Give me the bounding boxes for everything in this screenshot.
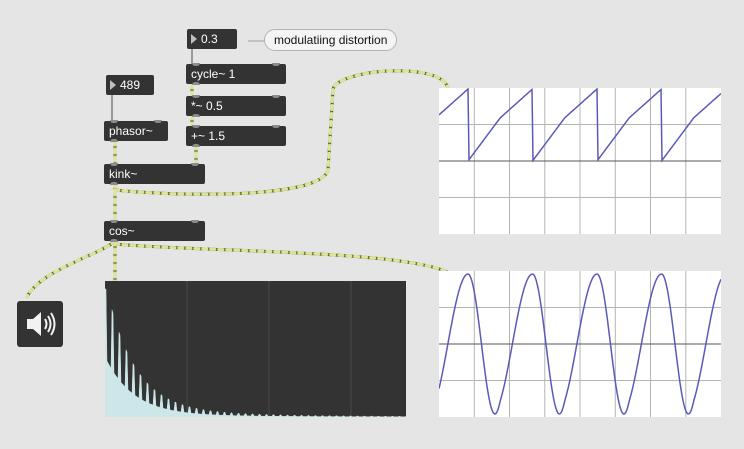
multiply-label: *~ 0.5 — [191, 99, 223, 113]
oscilloscope-kink[interactable] — [438, 87, 722, 234]
scope-cos-display — [438, 271, 722, 417]
kink-object[interactable]: kink~ — [104, 163, 205, 185]
comment-label: modulatiing distortion — [264, 29, 398, 51]
number-triangle-icon — [110, 80, 116, 90]
comment-text: modulatiing distortion — [274, 33, 388, 47]
frequency-value: 489 — [120, 78, 141, 92]
cos-label: cos~ — [109, 224, 135, 238]
cycle-object[interactable]: cycle~ 1 — [186, 63, 286, 85]
phasor-label: phasor~ — [109, 124, 153, 138]
cycle-label: cycle~ 1 — [191, 67, 236, 81]
add-label: +~ 1.5 — [191, 129, 226, 143]
number-triangle-icon — [191, 34, 197, 44]
add-object[interactable]: +~ 1.5 — [186, 125, 286, 147]
cos-object[interactable]: cos~ — [104, 220, 205, 242]
spectrum-display — [104, 281, 407, 418]
audio-output-button[interactable] — [17, 301, 63, 347]
signal-cords-dash — [25, 69, 454, 299]
frequency-number-box[interactable]: 489 — [106, 75, 154, 95]
multiply-object[interactable]: *~ 0.5 — [186, 95, 286, 117]
spectroscope[interactable] — [104, 281, 407, 418]
depth-value: 0.3 — [201, 32, 218, 46]
kink-label: kink~ — [109, 167, 138, 181]
depth-number-box[interactable]: 0.3 — [187, 29, 237, 49]
oscilloscope-cos[interactable] — [438, 271, 722, 417]
phasor-object[interactable]: phasor~ — [104, 120, 168, 142]
speaker-icon — [27, 312, 56, 336]
scope-kink-display — [438, 87, 722, 234]
